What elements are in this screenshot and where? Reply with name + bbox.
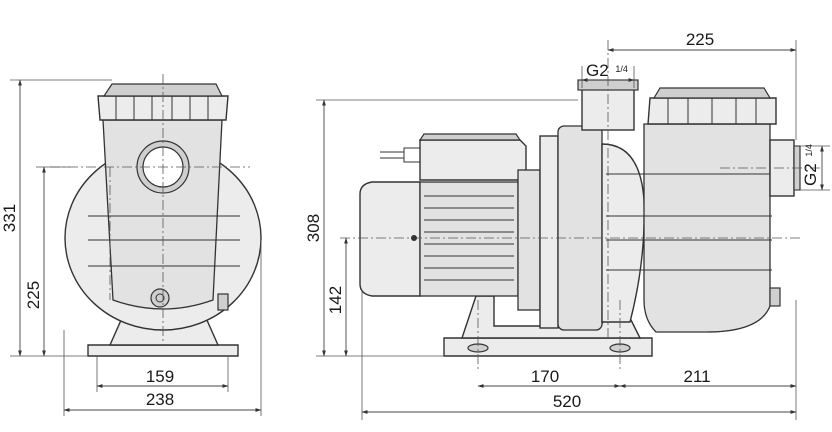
dim-side-total-length: 520 <box>553 392 581 411</box>
dim-front-height-axis: 225 <box>24 281 43 309</box>
side-view <box>340 40 820 372</box>
side-seal-plate <box>539 135 559 329</box>
port-side-fraction: 1/4 <box>804 144 814 157</box>
dim-side-outlet-offset: 225 <box>686 30 714 49</box>
side-dimensions: 308 142 225 G2 1/4 G2 1/4 170 211 <box>304 30 830 420</box>
side-strainer-housing <box>643 123 771 333</box>
front-lid-ribs <box>115 96 209 120</box>
side-motor-endcap <box>359 181 421 297</box>
dim-side-foot-to-inlet: 211 <box>683 367 710 386</box>
port-side-main: G2 <box>801 163 820 186</box>
side-drain-nub <box>769 287 781 307</box>
dim-side-height-axis: 142 <box>326 286 345 314</box>
side-motor-body <box>419 181 519 297</box>
side-terminal-lid <box>418 133 522 141</box>
dim-side-foot-spacing: 170 <box>531 367 559 386</box>
front-side-nub <box>217 293 229 311</box>
port-top-main: G2 <box>586 61 609 80</box>
front-lid-top <box>102 83 223 97</box>
dim-front-base-width: 159 <box>146 367 174 386</box>
front-drain-plug-inner <box>155 293 165 303</box>
svg-text:G2 1/4: G2 1/4 <box>586 61 628 80</box>
dim-front-height-total: 331 <box>0 204 19 232</box>
side-cable-gland <box>380 147 421 163</box>
side-strainer-lid-top <box>652 87 772 99</box>
front-strainer-body <box>102 119 223 310</box>
side-motor-fins <box>424 195 514 281</box>
side-volute-flange <box>557 125 603 331</box>
side-terminal-box <box>419 139 527 181</box>
side-strainer-lid-ribs <box>667 98 757 124</box>
side-strainer-fins <box>606 173 772 271</box>
front-view <box>50 74 262 357</box>
front-dimensions: 331 225 159 238 <box>0 79 262 416</box>
front-drain-plug <box>150 288 170 308</box>
front-base-foot <box>87 344 239 357</box>
port-top-fraction: 1/4 <box>615 64 628 74</box>
dim-front-total-width: 238 <box>146 390 174 409</box>
side-adapter-flange <box>517 169 541 311</box>
dim-side-height-total: 308 <box>304 214 323 242</box>
svg-text:G2 1/4: G2 1/4 <box>801 144 820 186</box>
front-fins <box>88 215 240 267</box>
